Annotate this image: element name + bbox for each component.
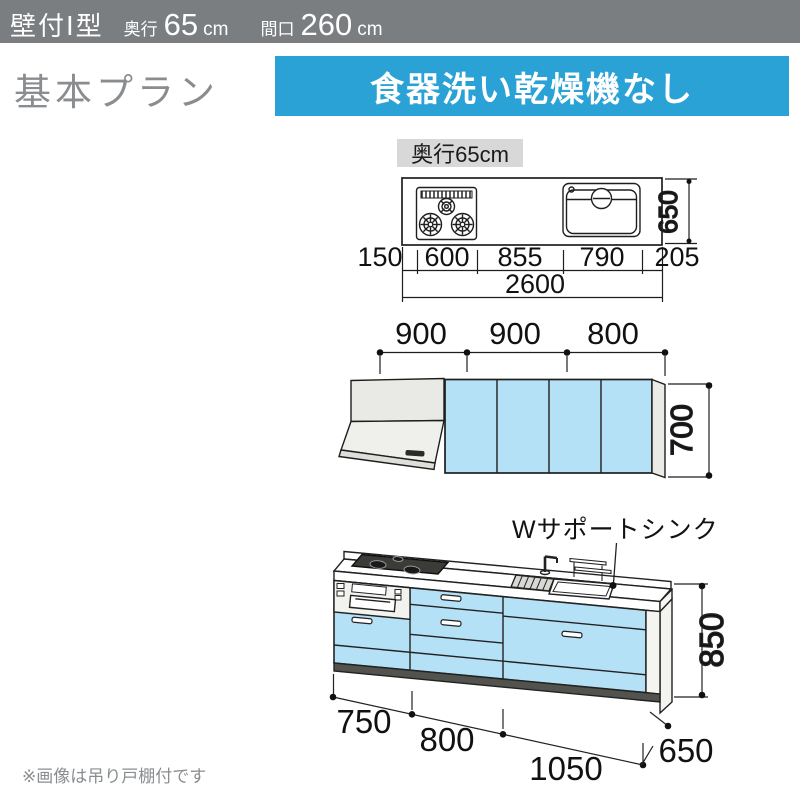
footnote: ※画像は吊り戸棚付です (22, 767, 207, 786)
width-value: 260 (300, 7, 353, 42)
dim-2600: 2600 (505, 269, 565, 299)
support-rack (569, 557, 612, 581)
wall-view-dimensions (376, 349, 669, 376)
hood-handle (405, 449, 425, 457)
dim-900-b: 900 (489, 316, 541, 351)
dim-800: 800 (587, 316, 639, 351)
faucet-icon (539, 555, 558, 576)
sink-basin (548, 578, 615, 600)
dim-650-depth: 650 (653, 190, 683, 233)
dim-750: 750 (336, 703, 391, 740)
base-cabinet-end-strip (645, 609, 661, 695)
wall-view-height-dimension (668, 382, 713, 479)
range-hood (338, 377, 445, 471)
gas-cooktop-top-icon (415, 186, 478, 241)
gas-cooktop-front-icon (350, 553, 450, 575)
dim-700: 700 (664, 404, 699, 456)
wall-view-dimension-labels: 900 900 800 (395, 316, 639, 351)
dim-205: 205 (654, 242, 699, 272)
dim-1050: 1050 (529, 750, 602, 787)
drawer-handles (351, 594, 583, 639)
toe-kick (333, 662, 661, 703)
layout-type-label: 壁付Ⅰ型 (10, 11, 104, 41)
dim-790: 790 (579, 242, 624, 272)
width-unit: cm (357, 19, 383, 40)
dim-650-front: 650 (658, 732, 713, 769)
support-sink (509, 542, 618, 600)
front-view-dimensions (329, 582, 708, 769)
sink-leader-line (612, 542, 618, 584)
front-view: 750 800 1050 650 850 (329, 542, 731, 787)
top-view-depth-dimension (665, 178, 697, 245)
dim-150: 150 (357, 242, 402, 272)
sink-type-label: Wサポートシンク (512, 516, 719, 544)
wall-cabinets (444, 378, 666, 479)
width-label: 間口 (260, 20, 295, 39)
wall-cabinet-end-panel (651, 378, 666, 479)
depth-value: 65 (163, 7, 199, 42)
top-view-dimensions (401, 247, 664, 302)
wall-cabinet-view: 900 900 800 (338, 316, 713, 479)
dim-800-front: 800 (419, 721, 474, 758)
depth-label: 奥行 (123, 20, 158, 39)
depth-unit: cm (203, 19, 229, 40)
header-bar: 壁付Ⅰ型 奥行 65 cm 間口 260 cm (0, 0, 800, 43)
top-view-dimension-labels: 150 600 855 790 205 2600 (357, 242, 699, 299)
plan-title: 基本プラン (14, 72, 219, 113)
dim-850: 850 (693, 612, 730, 667)
no-dishwasher-badge: 食器洗い乾燥機なし (275, 56, 789, 116)
dim-855: 855 (497, 242, 542, 272)
end-side-panel (659, 597, 673, 715)
sink-top-icon (562, 182, 641, 238)
grill-oven-unit (333, 579, 411, 621)
front-view-dimension-labels: 750 800 1050 650 (336, 703, 713, 787)
dim-600: 600 (424, 242, 469, 272)
depth-tag: 奥行65cm (397, 139, 523, 167)
dim-900-a: 900 (395, 316, 447, 351)
top-view: 150 600 855 790 205 2600 650 (357, 177, 700, 302)
